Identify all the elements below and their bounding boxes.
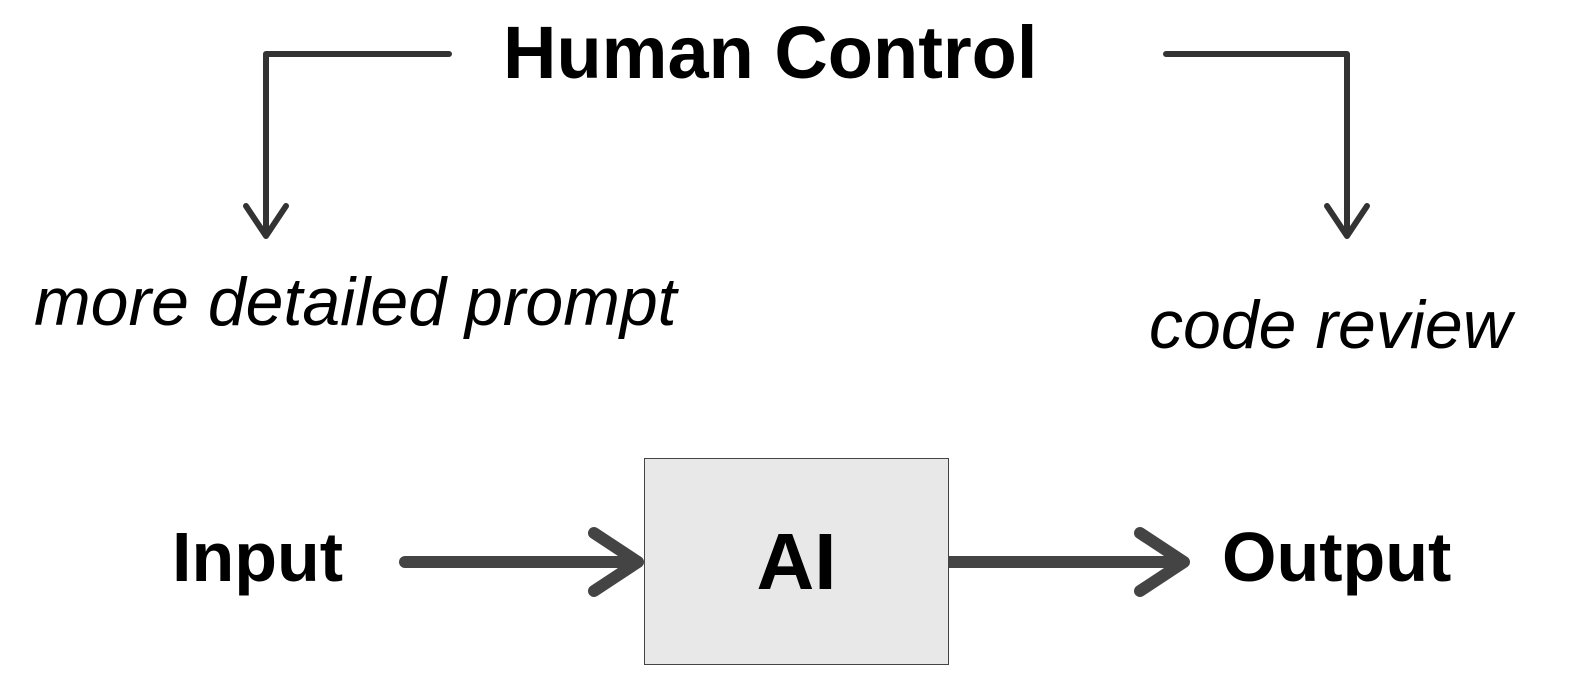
ai-box: AI (644, 458, 949, 665)
input-to-ai-arrowhead (588, 527, 644, 597)
left-control-arrowhead (243, 203, 289, 239)
code-review-label: code review (1149, 287, 1512, 363)
right-control-connector (1163, 51, 1350, 235)
output-label: Output (1222, 518, 1452, 596)
ai-label: AI (756, 516, 837, 606)
more-detailed-prompt-label: more detailed prompt (34, 264, 677, 340)
left-control-connector (263, 51, 452, 235)
ai-to-output-arrowhead (1134, 527, 1190, 597)
right-control-arrowhead (1324, 203, 1370, 239)
human-control-title: Human Control (503, 11, 1038, 94)
input-label: Input (172, 518, 344, 596)
